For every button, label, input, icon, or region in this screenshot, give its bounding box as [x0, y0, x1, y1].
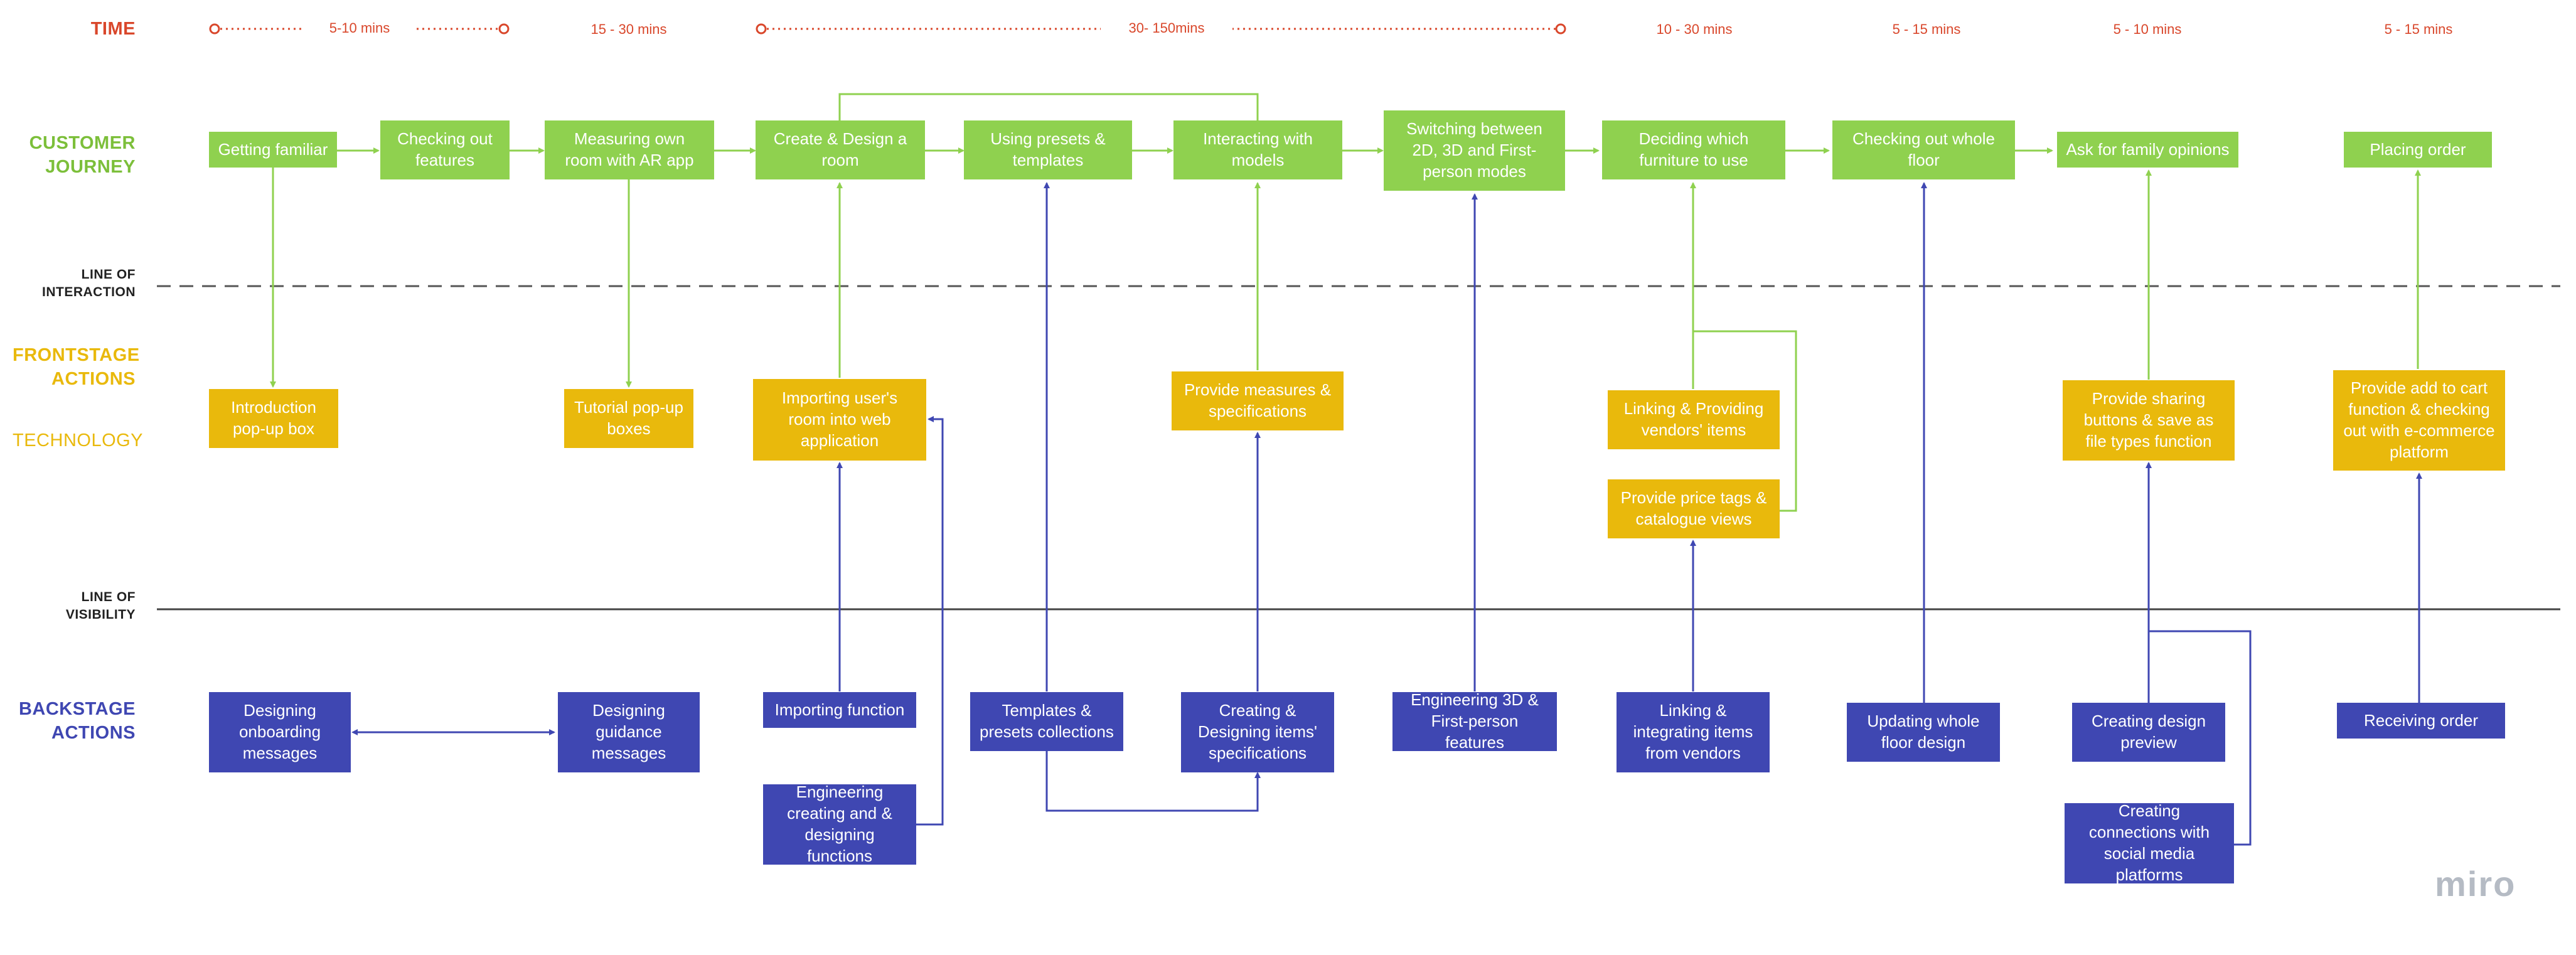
frontstage-action: Provide sharing buttons & save as file t… [2063, 380, 2235, 461]
frontstage-action: Provide add to cart function & checking … [2333, 370, 2505, 471]
lane-label-line: BACKSTAGE [18, 699, 136, 719]
backstage-action: Engineering 3D & First-person features [1392, 690, 1557, 752]
lane-label-line: LINE OF [81, 590, 136, 604]
time-label: 5 - 10 mins [2113, 21, 2182, 37]
journey-step: Switching between 2D, 3D and First-perso… [1384, 110, 1565, 191]
frontstage-action: Importing user's room into web applicati… [753, 379, 926, 461]
lane-customer-journey-label: CUSTOMER JOURNEY [13, 132, 136, 179]
journey-step: Measuring own room with AR app [545, 120, 714, 179]
lane-frontstage-label: FRONTSTAGE ACTIONS [13, 344, 140, 391]
miro-logo: miro [2435, 864, 2516, 904]
connector [1693, 330, 1797, 512]
frontstage-action: Tutorial pop-up boxes [564, 389, 693, 448]
journey-step: Getting familiar [209, 132, 337, 168]
frontstage-connectors [270, 168, 2421, 512]
journey-step: Create & Design a room [756, 120, 925, 179]
backstage-action: Updating whole floor design [1847, 703, 2000, 762]
lane-label-line: ACTIONS [51, 722, 136, 743]
time-range-endpoint [498, 23, 510, 35]
backstage-action: Templates & presets collections [970, 692, 1123, 751]
backstage-action: Linking & integrating items from vendors [1617, 692, 1770, 772]
backstage-action: Designing onboarding messages [209, 692, 351, 772]
time-range-endpoint [1555, 23, 1566, 35]
time-range-endpoint [756, 23, 767, 35]
lane-label-line: CUSTOMER [29, 133, 136, 153]
journey-flow-arrows [337, 93, 2053, 154]
backstage-action: Designing guidance messages [558, 692, 700, 772]
lane-line-of-interaction-label: LINE OF INTERACTION [13, 266, 136, 302]
backstage-connectors [351, 182, 2422, 846]
time-range-endpoint [209, 23, 220, 35]
connector [2149, 630, 2252, 846]
connector [916, 416, 944, 826]
lane-label-line: LINE OF [81, 267, 136, 282]
journey-step: Checking out whole floor [1832, 120, 2015, 179]
backstage-action: Creating design preview [2072, 703, 2225, 762]
journey-step: Placing order [2344, 132, 2492, 168]
journey-step: Ask for family opinions [2057, 132, 2238, 168]
lane-label-line: ACTIONS [51, 368, 136, 389]
journey-step: Checking out features [380, 120, 510, 179]
lane-label-line: FRONTSTAGE [13, 345, 140, 365]
backstage-action: Engineering creating and & designing fun… [763, 782, 916, 865]
connector [1045, 751, 1261, 812]
backstage-action: Creating connections with social media p… [2065, 801, 2234, 884]
frontstage-action: Linking & Providing vendors' items [1608, 390, 1780, 449]
lane-line-of-visibility-label: LINE OF VISIBILITY [13, 589, 136, 624]
time-label: 5-10 mins [303, 20, 416, 36]
journey-step: Using presets & templates [964, 120, 1132, 179]
loop-arrow [838, 93, 1261, 132]
time-label: 10 - 30 mins [1656, 21, 1733, 37]
backstage-action: Importing function [763, 692, 916, 728]
lane-label-line: VISIBILITY [65, 607, 136, 622]
time-label: 5 - 15 mins [2384, 21, 2453, 37]
journey-step: Interacting with models [1173, 120, 1342, 179]
frontstage-action: Introduction pop-up box [209, 389, 338, 448]
backstage-action: Receiving order [2337, 703, 2505, 739]
time-label: 5 - 15 mins [1892, 21, 1961, 37]
time-label: 30- 150mins [1101, 20, 1232, 36]
lane-backstage-label: BACKSTAGE ACTIONS [13, 698, 136, 745]
lane-label-line: INTERACTION [42, 285, 136, 300]
time-label: 15 - 30 mins [591, 21, 667, 37]
backstage-action: Creating & Designing items' specificatio… [1181, 692, 1334, 772]
frontstage-action: Provide measures & specifications [1172, 371, 1344, 430]
lane-label-line: JOURNEY [45, 156, 136, 177]
lane-time-label: TIME [90, 19, 136, 39]
journey-step: Deciding which furniture to use [1602, 120, 1785, 179]
lane-technology-label: TECHNOLOGY [13, 430, 144, 451]
frontstage-action: Provide price tags & catalogue views [1608, 479, 1780, 538]
